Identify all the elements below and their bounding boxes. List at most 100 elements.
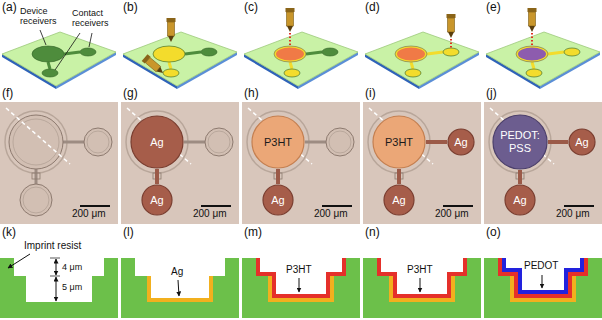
nozzle xyxy=(142,54,166,76)
device-fill xyxy=(518,48,546,61)
nozzle xyxy=(528,8,537,32)
nozzle-tip xyxy=(168,36,174,42)
cross-section xyxy=(121,258,239,318)
leader-arrow xyxy=(420,278,421,292)
panel-letter: (i) xyxy=(365,87,376,101)
material-label: P3HT xyxy=(264,136,292,149)
nozzle-cap xyxy=(447,14,456,18)
callout-text: Contact receivers xyxy=(72,8,116,29)
empty-receiver xyxy=(9,115,63,169)
receiver-circle: P3HT xyxy=(251,115,305,169)
receiver-fill xyxy=(493,115,547,169)
material-label: PEDOT: PSS xyxy=(499,129,542,154)
contact-receiver xyxy=(201,48,217,56)
scale-bar xyxy=(80,205,110,207)
material-label: Ag xyxy=(513,194,526,207)
channel xyxy=(169,62,171,69)
schematic-panel xyxy=(365,14,479,89)
dimension-arrow xyxy=(56,259,57,275)
leader-line xyxy=(89,33,92,47)
panel-letter: (k) xyxy=(2,226,16,240)
receiver-ring xyxy=(126,111,188,173)
resist-plate xyxy=(486,32,600,86)
dimension-arrow xyxy=(56,277,57,301)
panel-letter: (b) xyxy=(123,1,138,15)
panel-letter: (a) xyxy=(2,1,17,15)
device-fill xyxy=(397,48,425,61)
receiver-inner-ring xyxy=(23,187,49,213)
contact-receiver xyxy=(322,48,338,56)
droplet-trail xyxy=(289,33,291,46)
schematic-panel xyxy=(244,8,358,89)
receiver-inner-ring xyxy=(329,131,351,153)
channel xyxy=(184,141,205,144)
droplet-trail xyxy=(450,39,452,48)
panel-letter: (m) xyxy=(244,226,262,240)
contact-receiver xyxy=(405,69,421,77)
nozzle-cap xyxy=(528,8,537,12)
receiver-circle: P3HT xyxy=(372,115,426,169)
device-receiver xyxy=(516,46,548,62)
channel-connector xyxy=(518,170,522,184)
layer-label: PEDOT xyxy=(524,260,558,272)
device-receiver xyxy=(153,46,185,62)
nozzle-body xyxy=(529,12,536,26)
scale-bar xyxy=(201,205,231,207)
micrograph xyxy=(121,102,239,224)
dimension-label: 4 μm xyxy=(62,262,82,272)
p3ht-layer xyxy=(258,258,344,296)
material-label: Ag xyxy=(575,136,588,149)
micrograph-ground xyxy=(242,102,360,224)
panel-letter: (f) xyxy=(2,87,13,101)
receiver-fill xyxy=(448,129,474,155)
nozzle-cap xyxy=(286,8,295,12)
panel-letter: (c) xyxy=(244,1,258,15)
receiver-fill xyxy=(252,116,304,168)
channel-connector xyxy=(548,140,568,144)
panel-letter: (e) xyxy=(486,1,501,15)
channel-connector xyxy=(155,169,159,184)
channel xyxy=(290,62,292,69)
channel xyxy=(411,62,413,69)
cross-section xyxy=(242,258,360,318)
material-label: Ag xyxy=(454,136,467,149)
scale-label: 200 μm xyxy=(72,208,106,220)
ag-layer xyxy=(389,276,455,302)
nozzle-body xyxy=(287,12,294,26)
cross-section xyxy=(484,258,602,318)
micrograph-ground xyxy=(484,102,602,224)
micrograph-ground xyxy=(121,102,239,224)
nozzle-tip xyxy=(529,26,535,32)
receiver-ring xyxy=(247,111,309,173)
receiver-circle: Ag xyxy=(447,128,475,156)
channel xyxy=(427,52,443,54)
channel xyxy=(548,52,564,54)
panel-letter: (h) xyxy=(244,87,259,101)
contact-receiver xyxy=(564,48,580,56)
channel-connector xyxy=(426,140,447,144)
receiver-ring xyxy=(5,111,67,173)
nozzle-body xyxy=(168,22,175,36)
cross-section xyxy=(0,254,118,318)
nozzle-tip xyxy=(156,67,164,75)
contact-receiver xyxy=(284,69,300,77)
channel xyxy=(48,62,50,69)
receiver-circle: Ag xyxy=(568,128,596,156)
receiver-fill xyxy=(131,116,183,168)
panel-letter: (j) xyxy=(486,87,497,101)
nozzle xyxy=(447,14,456,38)
panel-letter: (l) xyxy=(123,226,134,240)
material-label: Ag xyxy=(392,194,405,207)
p3ht-layer xyxy=(500,258,586,296)
contact-receiver xyxy=(163,69,179,77)
receiver-ring xyxy=(489,111,551,173)
micrograph-ground xyxy=(0,102,118,224)
leader-arrow xyxy=(178,280,179,296)
material-label: P3HT xyxy=(385,136,413,149)
panel-letter: (g) xyxy=(123,87,138,101)
imprint-resist xyxy=(484,258,602,318)
scale-label: 200 μm xyxy=(314,208,348,220)
receiver-fill xyxy=(569,129,595,155)
scale-bar xyxy=(564,205,594,207)
ag-layer xyxy=(268,276,334,302)
